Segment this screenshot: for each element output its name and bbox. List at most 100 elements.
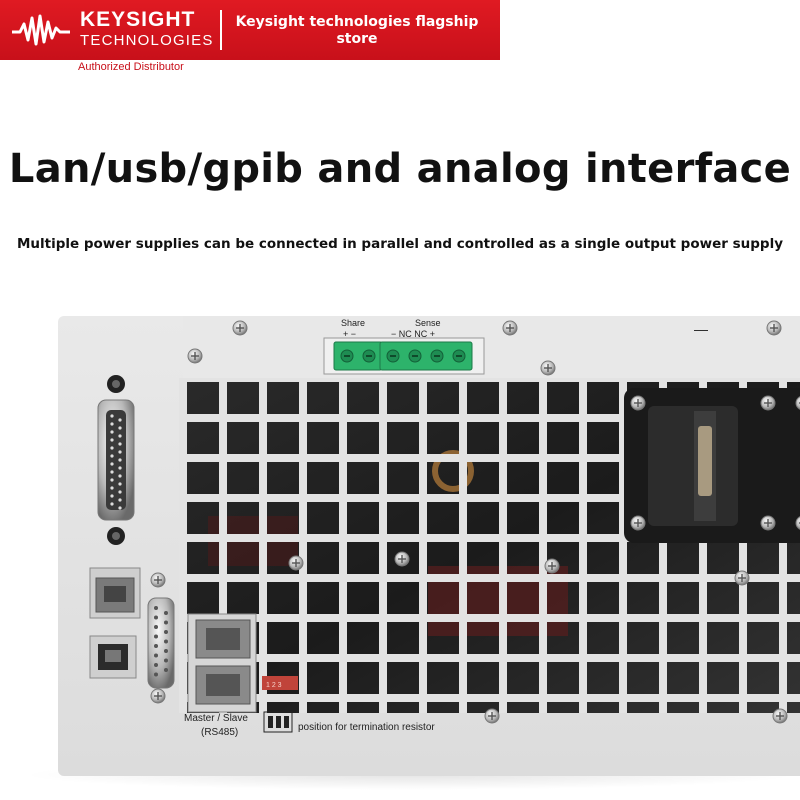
share-pins: + − [343, 329, 356, 339]
terminal-plug [379, 341, 473, 371]
analog-pin [154, 625, 158, 629]
mounting-plate-inner [648, 406, 738, 526]
usb-contacts [105, 650, 121, 662]
grille-bar [579, 378, 587, 713]
gpib-pin [110, 454, 114, 458]
dip-switch[interactable] [262, 676, 298, 690]
gpib-pin [118, 418, 122, 422]
brand-banner: KEYSIGHT TECHNOLOGIES Keysight technolog… [0, 0, 500, 60]
analog-pin [154, 672, 158, 677]
gpib-screw-hole [112, 532, 120, 540]
gpib-pin [118, 426, 122, 430]
dip-diagram-switch [276, 716, 281, 728]
gpib-pin [110, 478, 114, 482]
rs485-socket [206, 628, 240, 650]
terminal-slot [456, 355, 462, 357]
terminal-block[interactable] [333, 341, 473, 371]
dip-numbers: 1 2 3 [266, 682, 282, 689]
gpib-pin [110, 462, 114, 466]
rs485-socket [206, 674, 240, 696]
rs485-label: (RS485) [201, 727, 238, 738]
gpib-socket [106, 410, 126, 510]
store-name[interactable]: Keysight technologies flagship store [235, 14, 479, 47]
brand-name: KEYSIGHT [80, 8, 196, 31]
distributor-tagline: Authorized Distributor [78, 61, 184, 73]
termination-label: position for termination resistor [298, 722, 435, 733]
grille-bar [183, 454, 800, 462]
analog-pin [154, 644, 158, 648]
lan-contacts [104, 586, 126, 602]
analog-pin [154, 606, 158, 610]
grille-bar [183, 654, 800, 662]
page-title: Lan/usb/gpib and analog interface [8, 146, 792, 192]
page-subtitle: Multiple power supplies can be connected… [16, 236, 784, 252]
banner-divider [220, 10, 222, 50]
analog-connector[interactable] [147, 597, 175, 689]
mounting-pin [698, 426, 712, 496]
dip-diagram [263, 711, 293, 733]
grille-bar [183, 574, 800, 582]
grille-bar [299, 378, 307, 713]
panel-screw [795, 396, 800, 410]
grille-bar [183, 534, 800, 542]
gpib-pin [110, 446, 114, 450]
terminal-slot [434, 355, 440, 357]
brand-subtitle: TECHNOLOGIES [80, 32, 214, 49]
analog-pin [164, 668, 168, 672]
gpib-pin [110, 470, 114, 474]
analog-pin [164, 630, 168, 634]
gpib-pin [118, 442, 122, 446]
gpib-pin [110, 414, 114, 418]
sense-pins: − NC NC + [391, 329, 435, 339]
internal-coil [432, 450, 474, 492]
terminal-slot [344, 355, 350, 357]
terminal-slot [390, 355, 396, 357]
terminal-slot [366, 355, 372, 357]
grille-bar [539, 378, 547, 713]
dip-diagram-switch [284, 716, 289, 728]
gpib-pin [118, 482, 122, 486]
grille-bar [659, 378, 667, 713]
panel-screw [795, 516, 800, 530]
gpib-pins [110, 414, 122, 510]
analog-pin [164, 639, 168, 644]
grille-bar [379, 378, 387, 713]
terminal-slot [412, 355, 418, 357]
gpib-pin [118, 498, 122, 502]
grille-bar [183, 494, 800, 502]
analog-pins [154, 606, 168, 677]
gpib-pin [110, 430, 114, 434]
analog-pin [154, 653, 158, 658]
gpib-pin [118, 490, 122, 494]
grille-bar [339, 378, 347, 713]
gpib-pin [118, 466, 122, 470]
gpib-pin [110, 438, 114, 442]
ventilation-grille [179, 316, 800, 713]
analog-pin [164, 611, 168, 615]
grille-bar [739, 378, 747, 713]
gpib-pin [110, 494, 114, 498]
grille-bar [419, 378, 427, 713]
share-label: Share [341, 318, 365, 328]
grille-bar [183, 614, 800, 622]
sense-label: Sense [415, 318, 441, 328]
grille-bar [183, 414, 800, 422]
grille-bar [779, 378, 787, 713]
gpib-pin [110, 422, 114, 426]
gpib-pin [118, 506, 122, 510]
grille-bar [499, 378, 507, 713]
gpib-pin [118, 458, 122, 462]
analog-pin [164, 620, 168, 625]
master-slave-label: Master / Slave [184, 713, 248, 724]
grille-bar [699, 378, 707, 713]
rear-panel-photo: Share + − Sense − NC NC + — Master / Sla… [58, 316, 800, 776]
grille-bar [619, 378, 627, 713]
gpib-pin [118, 434, 122, 438]
gpib-pin [110, 486, 114, 490]
analog-pin [154, 634, 158, 639]
grille-bar [183, 694, 800, 702]
analog-pin [164, 658, 168, 663]
minus-mark: — [694, 321, 708, 337]
grille-bar [179, 378, 187, 713]
analog-pin [164, 649, 168, 653]
